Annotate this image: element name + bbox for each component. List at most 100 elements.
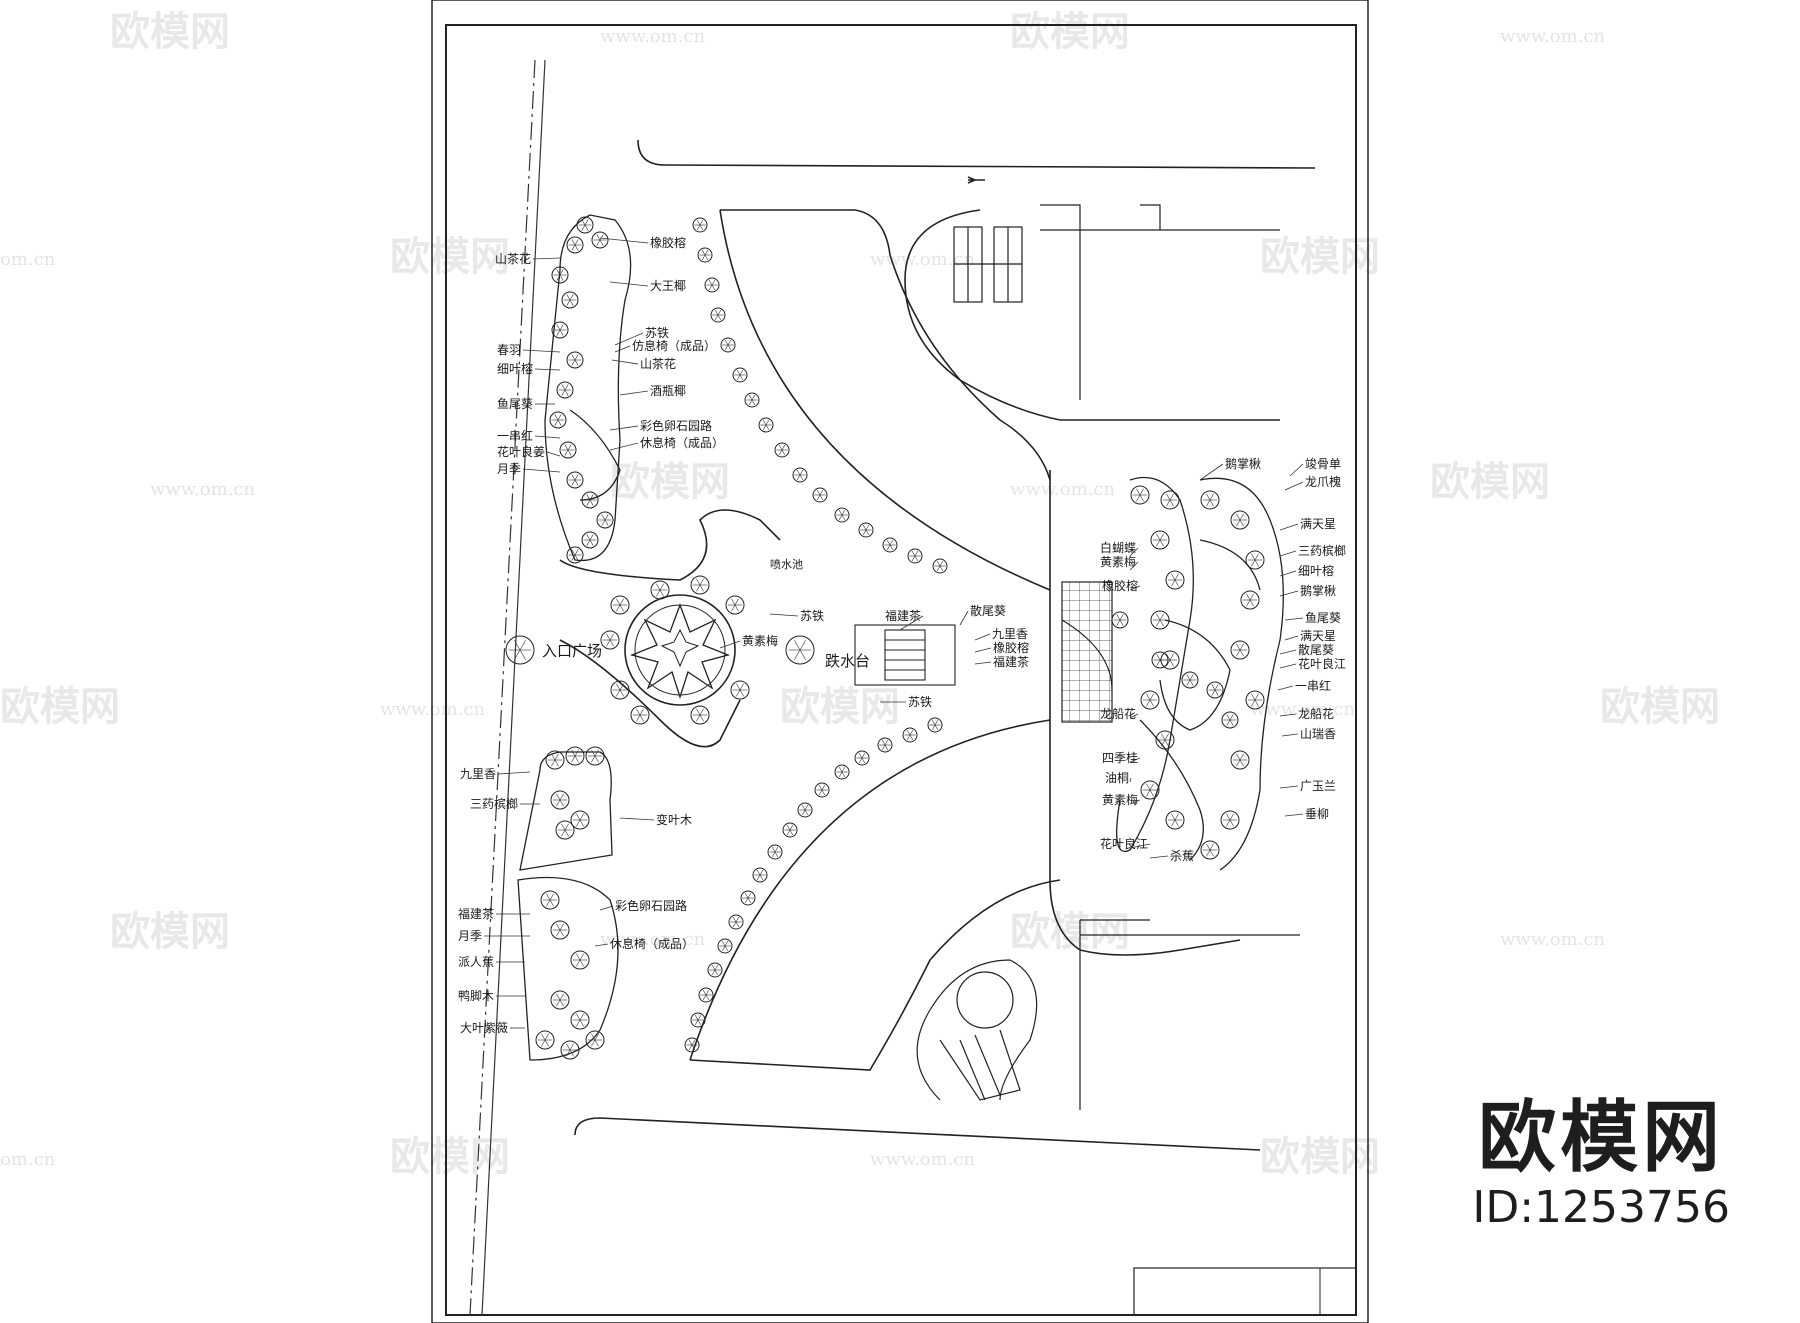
watermark-logo-text: 欧模网 [1600, 683, 1720, 730]
tree-symbol [758, 417, 774, 433]
tree-symbol [585, 1030, 605, 1050]
watermark-url-text: www.om.cn [870, 249, 976, 270]
tree-symbol [782, 822, 798, 838]
tree-symbol [882, 537, 898, 553]
plant-label-e14: 山瑞香 [1300, 727, 1336, 741]
tree-symbol [690, 575, 710, 595]
tree-symbol [720, 337, 736, 353]
tree-symbol [717, 938, 733, 954]
tree-symbol [1200, 840, 1220, 860]
tree-symbol [704, 277, 720, 293]
leader-line [959, 610, 969, 626]
tree-symbol [596, 511, 614, 529]
tree-symbol [1220, 810, 1240, 830]
tree-symbol [698, 987, 714, 1003]
tree-symbol [1111, 611, 1129, 629]
tree-symbol [559, 441, 577, 459]
watermark-url-text: om.cn [0, 1149, 56, 1170]
leader-line [1129, 757, 1141, 763]
plant-label-c2: 三药槟榔 [470, 796, 518, 811]
plant-label-a4: 苏铁 [645, 326, 669, 340]
leader-line [1279, 649, 1297, 655]
plant-label-c3: 变叶木 [656, 812, 692, 827]
plant-label-f5: 四季桂 [1102, 750, 1138, 765]
leader-line [1199, 463, 1224, 481]
leader-line [974, 647, 992, 653]
tree-symbol [650, 580, 670, 600]
tree-symbol [610, 680, 630, 700]
plant-label-b7: 福建茶 [993, 654, 1029, 669]
plant-label-a5: 仿息椅（成品） [632, 338, 716, 353]
plant-labels: 山茶花橡胶榕大王椰苏铁仿息椅（成品）山茶花春羽细叶榕酒瓶椰鱼尾葵彩色卵石园路一串… [458, 235, 1346, 1035]
leader-line [1279, 713, 1297, 717]
tree-symbol [1160, 490, 1180, 510]
plant-label-b6: 橡胶榕 [993, 640, 1029, 655]
tree-symbol [585, 746, 605, 766]
tree-symbol [570, 950, 590, 970]
leader-line [719, 640, 741, 649]
plant-label-a7: 春羽 [497, 343, 521, 357]
tree-symbol [697, 247, 713, 263]
plant-label-e16: 垂柳 [1305, 807, 1329, 821]
leader-line [611, 359, 639, 365]
tree-symbol [767, 844, 783, 860]
leader-line [1129, 843, 1151, 849]
plant-label-b8: 苏铁 [908, 695, 932, 709]
label-entrance-plaza: 入口广场 [542, 642, 602, 660]
plant-label-d7: 大叶紫薇 [460, 1021, 508, 1035]
leader-line [1284, 813, 1304, 817]
leader-line [594, 943, 609, 947]
roads [574, 139, 1316, 1151]
brand-id: ID:1253756 [1472, 1182, 1730, 1233]
tree-symbol [1150, 530, 1170, 550]
tree-symbol [725, 595, 745, 615]
building-ne [953, 204, 1280, 400]
tree-symbol [561, 291, 579, 309]
leader-line [522, 349, 561, 353]
tree-symbol [1230, 640, 1250, 660]
tree-symbol [566, 546, 584, 564]
tree-symbol [927, 717, 943, 733]
watermark-logo-text: 欧模网 [610, 458, 730, 505]
plant-label-a6: 山茶花 [640, 356, 676, 371]
tree-symbol [570, 1010, 590, 1030]
tree-symbol [932, 558, 948, 574]
tree-symbol [814, 782, 830, 798]
tree-symbol [792, 467, 808, 483]
plant-label-a10: 鱼尾葵 [497, 397, 533, 411]
leader-line [599, 905, 614, 911]
tree-symbol [581, 531, 599, 549]
plant-label-f9: 杀蕉 [1170, 848, 1194, 863]
plant-label-e12: 一串红 [1295, 678, 1331, 693]
plant-label-a14: 花叶良姜 [497, 444, 545, 459]
watermark-logo-text: 欧模网 [1260, 233, 1380, 280]
watermark-url-text: om.cn [0, 249, 56, 270]
leader-line [769, 613, 799, 617]
leader-line [614, 332, 644, 346]
plant-label-e5: 三药槟榔 [1298, 543, 1346, 558]
leader-line [1279, 663, 1297, 669]
plant-label-e4: 满天星 [1300, 517, 1336, 531]
plant-label-d4: 休息椅（成品） [610, 936, 694, 951]
plant-label-a1: 山茶花 [495, 251, 531, 266]
tree-symbol [570, 810, 590, 830]
watermark-url-text: www.om.cn [1500, 929, 1606, 950]
plant-label-e13: 龙船花 [1298, 706, 1334, 721]
watermark-url-text: www.om.cn [1500, 26, 1606, 47]
watermark-logo-text: 欧模网 [110, 8, 230, 55]
tree-symbol [877, 737, 893, 753]
tree-symbol [797, 802, 813, 818]
leader-line [1279, 590, 1299, 597]
tree-symbol [610, 595, 630, 615]
tree-symbol [576, 216, 594, 234]
tree-symbol [858, 522, 874, 538]
tree-symbol [834, 764, 850, 780]
plant-label-f8: 花叶良江 [1100, 836, 1148, 851]
building-se [916, 919, 1300, 1110]
tree-symbol [1155, 730, 1175, 750]
watermark-logo-text: 欧模网 [0, 683, 120, 730]
plant-label-a9: 酒瓶椰 [650, 383, 686, 398]
tree-symbol [566, 236, 584, 254]
plant-label-b3: 福建茶 [885, 608, 921, 623]
plant-label-e3: 龙爪槐 [1305, 474, 1341, 489]
